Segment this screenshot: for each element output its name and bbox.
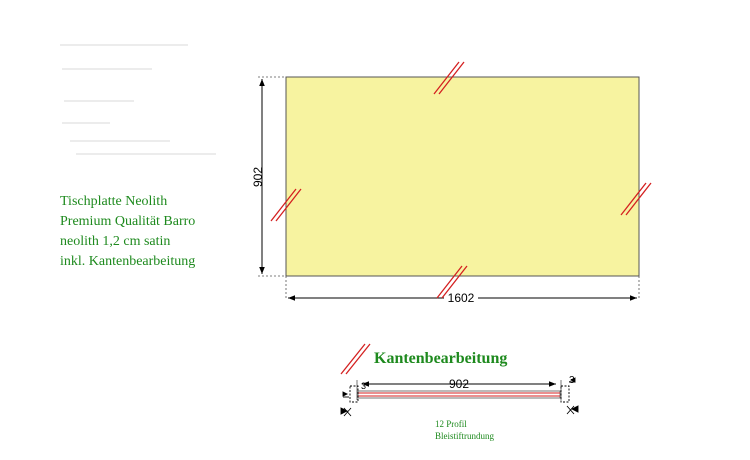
product-description: Tischplatte Neolith Premium Qualität Bar… <box>60 192 195 272</box>
section-width-label: 902 <box>449 377 469 391</box>
faint-header-line <box>64 100 134 102</box>
description-line-2: Premium Qualität Barro <box>60 214 196 229</box>
faint-header-line <box>70 140 170 142</box>
section-dimension: 902 <box>356 377 562 400</box>
profile-note: 12 Profil Bleistiftrundung <box>435 418 494 442</box>
description-line-4: inkl. Kantenbearbeitung <box>60 254 196 269</box>
description-line-1: Tischplatte Neolith <box>60 194 168 209</box>
height-label: 902 <box>251 167 265 187</box>
profile-line-1: 12 Profil <box>435 419 467 429</box>
left-edge-profile: 3 <box>340 381 366 417</box>
edge-marker-left <box>270 188 302 222</box>
faint-header-line <box>76 153 216 155</box>
faint-header-line <box>62 68 152 70</box>
profile-line-2: Bleistiftrundung <box>435 431 494 441</box>
faint-header-line <box>60 44 188 46</box>
height-dimension: 902 <box>251 76 286 277</box>
faint-header-line <box>62 122 110 124</box>
right-edge-profile: 3 <box>560 375 579 415</box>
width-dimension: 1602 <box>285 276 640 305</box>
plate-cross-section <box>357 390 561 399</box>
width-label: 1602 <box>448 291 475 305</box>
edge-processing-heading: Kantenbearbeitung <box>374 350 508 367</box>
worktop-plate <box>285 76 640 277</box>
edge-marker-right <box>620 182 652 216</box>
edge-legend-marker <box>340 343 371 375</box>
right-corner-value: 3 <box>569 375 575 386</box>
edge-marker-top <box>433 61 465 95</box>
description-line-3: neolith 1,2 cm satin <box>60 234 171 249</box>
edge-marker-bottom <box>436 265 468 299</box>
left-corner-value: 3 <box>361 381 366 391</box>
